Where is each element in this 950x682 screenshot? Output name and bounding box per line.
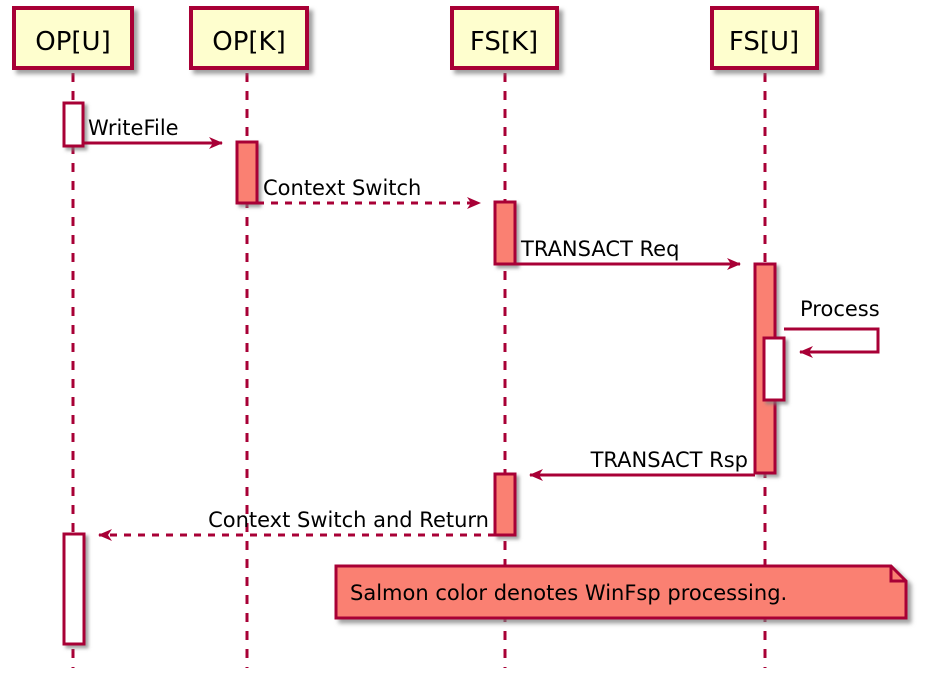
note-salmon-legend: Salmon color denotes WinFsp processing. bbox=[334, 564, 908, 620]
message-label-context-switch-return: Context Switch and Return bbox=[208, 508, 489, 532]
participant-fs-k[interactable]: FS[K] bbox=[450, 6, 559, 70]
participant-box-op-u[interactable] bbox=[12, 6, 134, 70]
note-body bbox=[334, 564, 908, 620]
participant-label-op-u: OP[U] bbox=[35, 27, 110, 57]
message-label-transact-req: TRANSACT Req bbox=[520, 237, 679, 261]
participant-fs-u[interactable]: FS[U] bbox=[710, 6, 819, 70]
activation-bar-fs-u-nested bbox=[762, 336, 786, 402]
note-text: Salmon color denotes WinFsp processing. bbox=[350, 581, 787, 605]
participant-box-op-k[interactable] bbox=[189, 6, 309, 70]
participant-box-fs-u[interactable] bbox=[710, 6, 819, 70]
message-transact-rsp[interactable]: TRANSACT Rsp bbox=[529, 448, 755, 481]
participant-box-fs-k[interactable] bbox=[450, 6, 559, 70]
message-process-self[interactable]: Process bbox=[784, 297, 880, 358]
activation-bar-fs-k-2 bbox=[493, 472, 517, 537]
activation-bar-fs-k-1 bbox=[493, 200, 517, 266]
participant-label-fs-k: FS[K] bbox=[470, 27, 538, 57]
participant-label-fs-u: FS[U] bbox=[729, 27, 799, 57]
message-label-transact-rsp: TRANSACT Rsp bbox=[590, 448, 748, 472]
message-transact-req[interactable]: TRANSACT Req bbox=[515, 237, 741, 270]
message-label-write-file: WriteFile bbox=[88, 116, 179, 140]
message-label-process-self: Process bbox=[800, 297, 880, 321]
participant-op-u[interactable]: OP[U] bbox=[12, 6, 134, 70]
note-folded-corner-icon bbox=[889, 566, 906, 583]
message-context-switch-return[interactable]: Context Switch and Return bbox=[98, 508, 495, 541]
message-context-switch[interactable]: Context Switch bbox=[257, 176, 481, 209]
message-write-file[interactable]: WriteFile bbox=[83, 116, 223, 149]
participant-label-op-k: OP[K] bbox=[212, 27, 285, 57]
activation-bar-op-k-1 bbox=[235, 140, 259, 205]
activation-bar-op-u-1 bbox=[62, 101, 85, 148]
activation-bar-op-u-2 bbox=[62, 532, 86, 646]
participant-op-k[interactable]: OP[K] bbox=[189, 6, 309, 70]
message-arrow-process-self bbox=[784, 327, 880, 358]
message-label-context-switch: Context Switch bbox=[263, 176, 421, 200]
